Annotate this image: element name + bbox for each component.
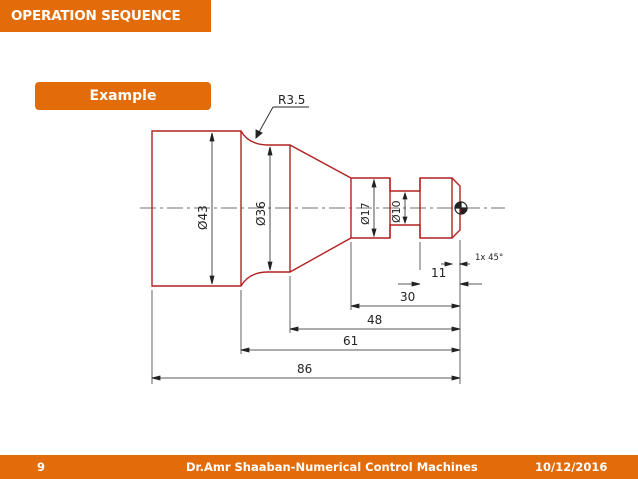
footer-bar: 9 Dr.Amr Shaaban-Numerical Control Machi… — [0, 455, 638, 479]
footer-title: Dr.Amr Shaaban-Numerical Control Machine… — [186, 460, 478, 474]
chamfer-label: 1x 45° — [475, 253, 503, 263]
example-label: Example — [35, 82, 211, 110]
diameter-10-label: Ø10 — [390, 200, 403, 223]
diameter-36-label: Ø36 — [254, 201, 268, 226]
diameter-43-label: Ø43 — [196, 205, 210, 230]
length-48-label: 48 — [367, 313, 382, 327]
part-outline — [151, 130, 461, 287]
footer-date: 10/12/2016 — [535, 460, 608, 474]
radius-leader — [255, 106, 309, 139]
turned-part-drawing: Ø43 Ø36 Ø17 Ø10 R3.5 86 61 48 — [140, 93, 505, 384]
center-hole-symbol — [454, 201, 468, 215]
length-86-label: 86 — [297, 362, 312, 376]
length-dimensions — [151, 261, 482, 381]
length-61-label: 61 — [343, 334, 358, 348]
length-30-label: 30 — [400, 290, 415, 304]
diameter-17-label: Ø17 — [359, 202, 372, 225]
radius-label: R3.5 — [278, 93, 305, 107]
length-11-label: 11 — [431, 266, 446, 280]
slide-number: 9 — [37, 460, 46, 474]
slide-title: OPERATION SEQUENCE — [0, 0, 211, 32]
diameter-dimensions — [209, 132, 408, 285]
